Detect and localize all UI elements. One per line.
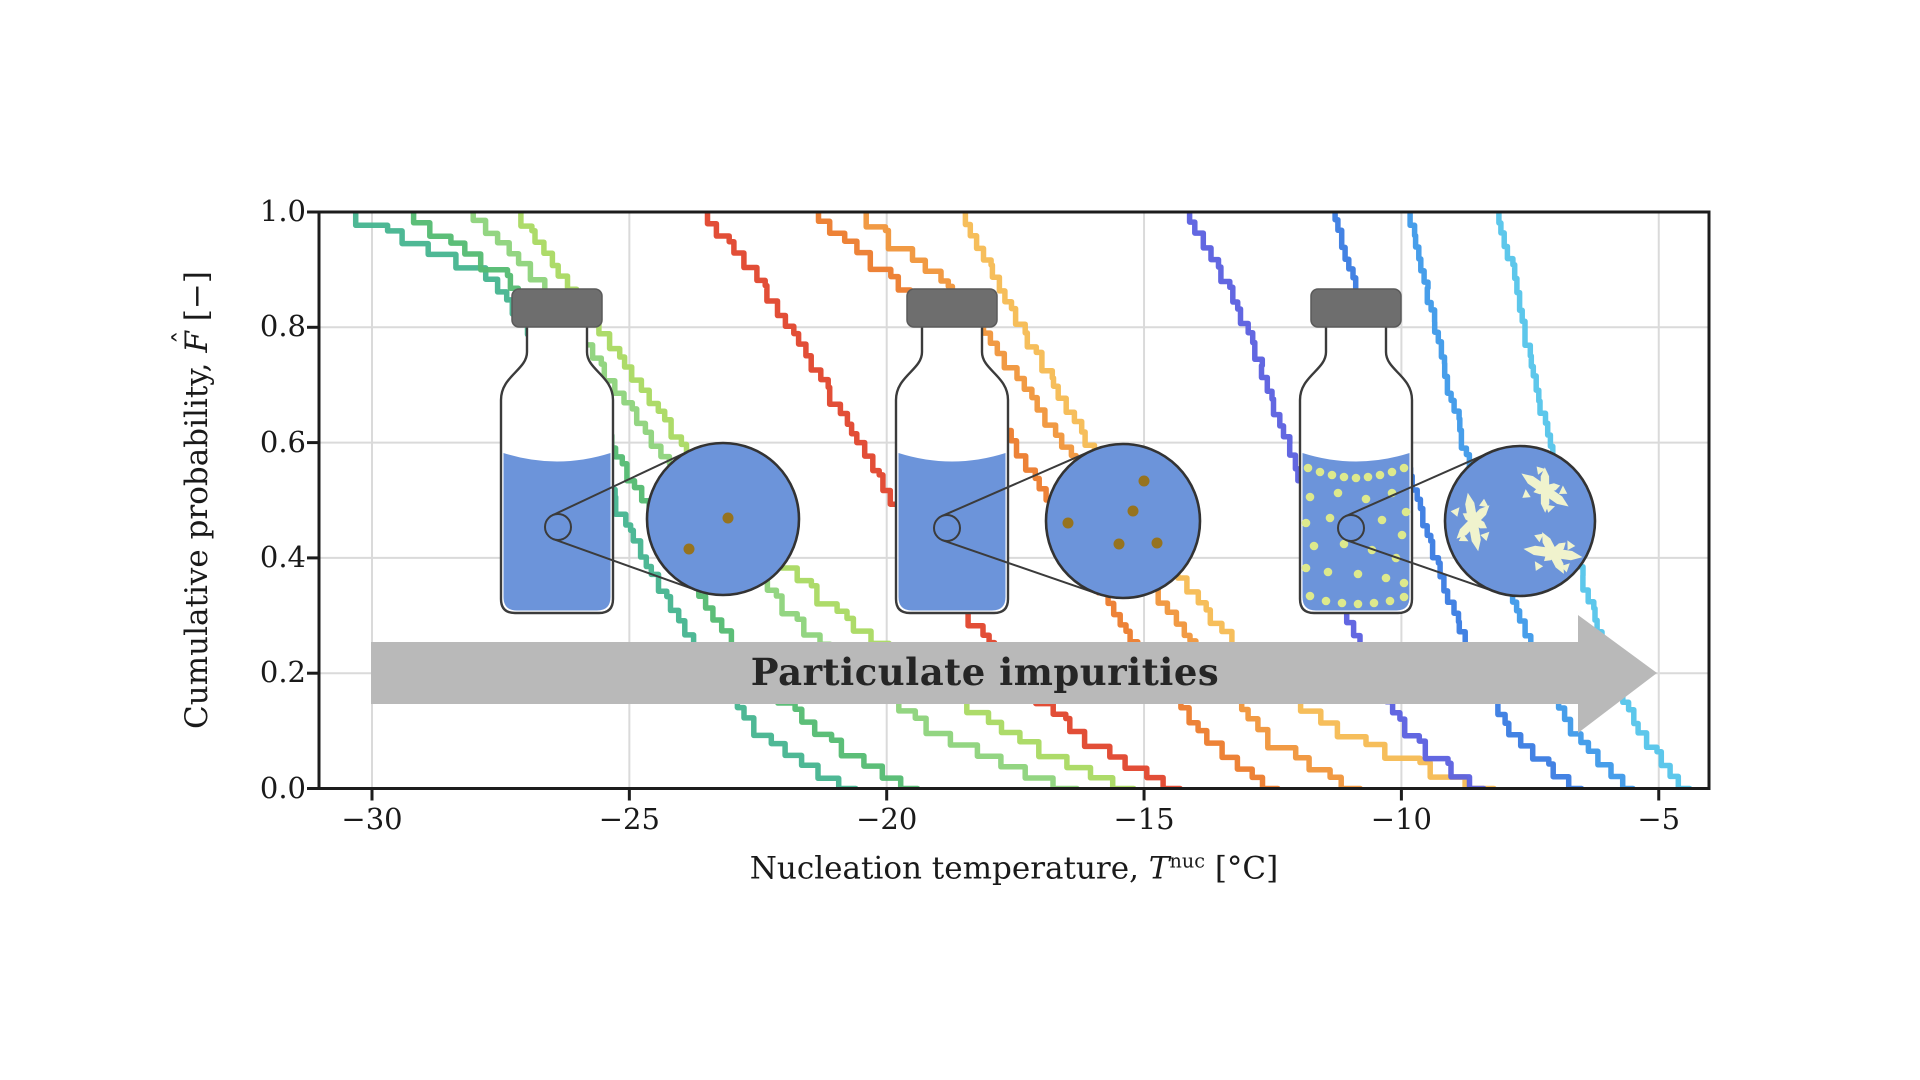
x-tick-label--15: −15 (1113, 802, 1175, 836)
y-tick-label-0.8: 0.8 (259, 309, 306, 344)
y-tick-label-0.6: 0.6 (259, 424, 306, 459)
suspended-impurity-dot (1353, 599, 1363, 609)
y-tick-label-0.4: 0.4 (259, 539, 306, 574)
vial-some-impurities (894, 288, 1202, 615)
suspended-impurity-dot (1301, 518, 1311, 528)
impurity-particle (683, 543, 695, 555)
magnifier-tangent-line (552, 449, 692, 517)
suspended-impurity-dot (1361, 494, 1371, 504)
impurity-particle (1062, 517, 1074, 529)
impurity-particle (1151, 537, 1163, 549)
suspended-impurity-dot (1305, 492, 1315, 502)
suspended-impurity-dot (1337, 598, 1347, 608)
vial-cap (1310, 288, 1402, 328)
ice-crystal-facet (1480, 531, 1490, 542)
ice-crystal-facet (1479, 498, 1489, 508)
x-tick-label--25: −25 (598, 802, 660, 836)
particulate-impurities-arrow (371, 615, 1657, 733)
suspended-impurity-dot (1333, 488, 1343, 498)
x-tick-label--10: −10 (1370, 802, 1432, 836)
magnifier-lens-circle (1443, 444, 1597, 598)
ice-crystal-facet (1536, 466, 1546, 475)
impurity-particle (1138, 475, 1150, 487)
x-tick-label--20: −20 (856, 802, 918, 836)
magnifier-tangent-line (941, 449, 1093, 518)
suspended-impurity-dot (1377, 515, 1387, 525)
ice-crystal-facet (1534, 561, 1544, 571)
vial-many-impurities (1298, 288, 1597, 615)
suspended-impurity-dot (1315, 467, 1325, 477)
impurity-particle (722, 512, 734, 524)
axis-tick-marks (307, 210, 1661, 801)
suspended-impurity-dot (1351, 473, 1361, 483)
ice-crystal-rod (1544, 542, 1566, 562)
vial-cap (906, 288, 998, 328)
suspended-impurity-dot (1305, 591, 1315, 601)
magnifier-lens-circle (1044, 442, 1202, 600)
y-tick-label-0.2: 0.2 (259, 655, 306, 690)
ice-crystal-facet (1534, 533, 1544, 543)
impurity-particle (1127, 505, 1139, 517)
vial-few-impurities (499, 288, 801, 615)
suspended-impurity-dot (1321, 596, 1331, 606)
x-axis-label: Nucleation temperature, Tnuc [°C] (749, 849, 1279, 887)
ice-crystal-facet (1458, 533, 1469, 542)
magnifier-source-circle (544, 513, 572, 541)
suspended-impurity-dot (1387, 467, 1397, 477)
ice-crystal-facet (1560, 563, 1570, 573)
suspended-impurity-dot (1399, 463, 1409, 473)
magnifier-tangent-line (942, 539, 1099, 595)
suspended-impurity-dot (1381, 573, 1391, 583)
ice-crystal-facet (1522, 489, 1531, 498)
ice-crystal-facet (1545, 504, 1556, 513)
ice-crystal-rod (1533, 483, 1561, 495)
suspended-impurity-dot (1323, 567, 1333, 577)
ice-crystal-facet (1567, 540, 1576, 551)
x-tick-label--5: −5 (1637, 802, 1681, 836)
x-tick-label--30: −30 (341, 802, 403, 836)
suspended-impurity-dot (1353, 569, 1363, 579)
suspended-impurity-dot (1375, 470, 1385, 480)
suspended-impurity-dot (1397, 530, 1407, 540)
suspended-impurity-dot (1325, 513, 1335, 523)
magnifier-tangent-line (553, 538, 698, 592)
magnifier-tangent-line (1346, 539, 1496, 593)
impurity-particle (1113, 538, 1125, 550)
suspended-impurity-dot (1339, 539, 1349, 549)
suspended-impurity-dot (1385, 596, 1395, 606)
vial-illustrations (499, 288, 1597, 615)
ice-crystal-facet (1558, 485, 1568, 494)
suspended-impurity-dot (1303, 463, 1313, 473)
ice-crystal-rod (1462, 513, 1487, 529)
plot-spines (317, 210, 1711, 790)
f-hat-accent: ˆ (168, 330, 202, 345)
suspended-impurity-dot (1363, 472, 1373, 482)
y-tick-label-1.0: 1.0 (259, 194, 306, 228)
y-tick-label-0.0: 0.0 (259, 770, 306, 805)
particulate-impurities-arrow-label: Particulate impurities (750, 650, 1220, 695)
suspended-impurity-dot (1327, 470, 1337, 480)
suspended-impurity-dot (1309, 541, 1319, 551)
magnifier-tangent-line (1345, 451, 1491, 518)
suspended-impurity-dot (1399, 578, 1409, 588)
magnifier-source-circle (1337, 514, 1365, 542)
vial-cap (511, 288, 603, 328)
suspended-impurity-dot (1301, 563, 1311, 573)
suspended-impurity-dot (1399, 592, 1409, 602)
suspended-impurity-dot (1401, 507, 1411, 517)
suspended-impurity-dot (1339, 472, 1349, 482)
magnifier-source-circle (933, 514, 961, 542)
ice-crystal-facet (1450, 507, 1460, 517)
suspended-impurity-dot (1369, 598, 1379, 608)
